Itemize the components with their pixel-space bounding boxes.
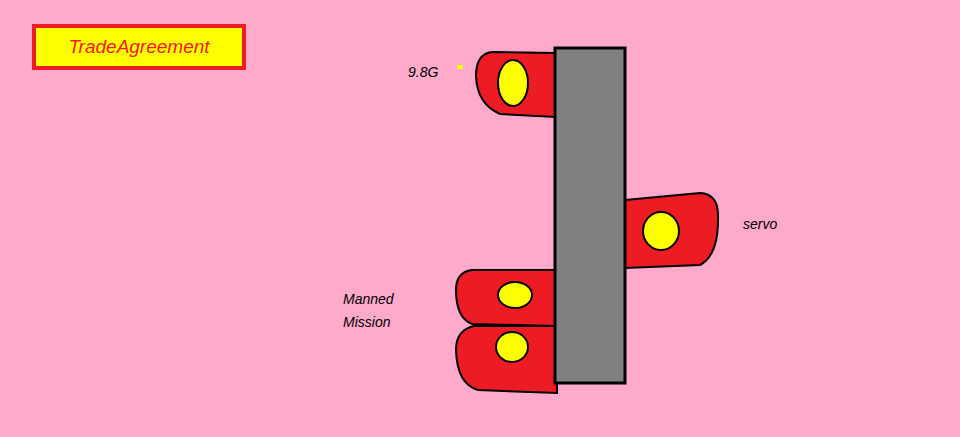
pad-dot: [498, 60, 528, 106]
yellow-dash: [457, 65, 463, 69]
part-label: 9.8G: [408, 61, 438, 84]
gripper-pad: [456, 326, 557, 393]
part-label: Manned Mission: [343, 288, 407, 334]
pad-dot: [498, 282, 532, 308]
part-label: servo: [743, 213, 777, 236]
pad-dot: [496, 332, 528, 362]
title-text: TradeAgreement: [68, 36, 209, 58]
gripper-pad: [476, 52, 555, 117]
gripper-pad: [625, 193, 718, 268]
pad-dot: [643, 212, 679, 250]
gripper-pad: [456, 270, 555, 326]
arm-bar: [555, 48, 625, 383]
title-box: TradeAgreement: [32, 24, 246, 70]
